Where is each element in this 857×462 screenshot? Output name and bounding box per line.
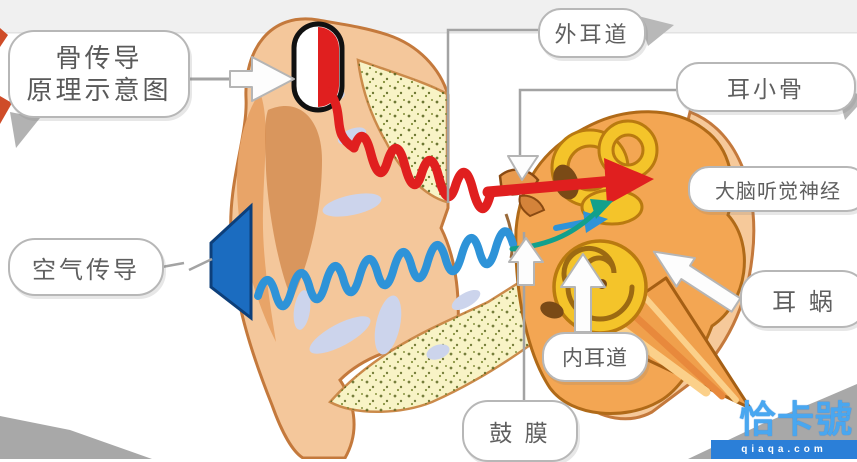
label-external-ear-canal: 外耳道 [538,8,646,58]
title-bubble: 骨传导 原理示意图 [8,30,190,118]
red-arrow-head [604,158,654,205]
watermark: 恰卡號 qiaqa.com [711,401,857,459]
label-ossicles: 耳小骨 [676,62,856,112]
bone-conduction-device [291,21,359,153]
white-arrows [229,56,742,333]
line-ossicles [518,88,676,156]
top-band-edge [0,32,857,34]
title-line2: 原理示意图 [26,75,172,105]
external-canal-bubble-tail [638,16,674,46]
bottom-left-gray-corner [0,416,152,459]
label-eardrum: 鼓 膜 [462,400,578,462]
bone-wave-connector [325,87,359,153]
eardrum-arrow-icon [508,237,544,286]
speaker-icon [209,202,253,322]
ossicles-pointer-icon [507,155,539,181]
top-gray-band [0,0,857,32]
concha-shadow [265,105,322,300]
left-edge-red-sliver-top [0,28,8,47]
watermark-url: qiaqa.com [711,440,857,459]
bone-conduction-wave [349,132,654,213]
line-external-canal [446,28,538,203]
line-air-conduction-b [188,257,213,272]
label-brain-auditory-nerve: 大脑听觉神经 [688,166,857,212]
label-internal-auditory-canal: 内耳道 [542,332,648,382]
cochlea-arrow-icon [652,250,742,313]
label-cochlea: 耳 蜗 [740,270,857,328]
title-white-arrow-icon [229,56,295,102]
line-air-conduction-a [161,261,185,269]
red-arrow-shaft [482,175,620,198]
title-bubble-tail [10,112,40,148]
label-air-conduction: 空气传导 [8,238,164,296]
left-edge-red-sliver [0,96,12,124]
watermark-logo-text: 恰卡號 [739,399,853,440]
title-line1: 骨传导 [55,42,143,73]
internal-canal-arrow-icon [560,253,606,333]
